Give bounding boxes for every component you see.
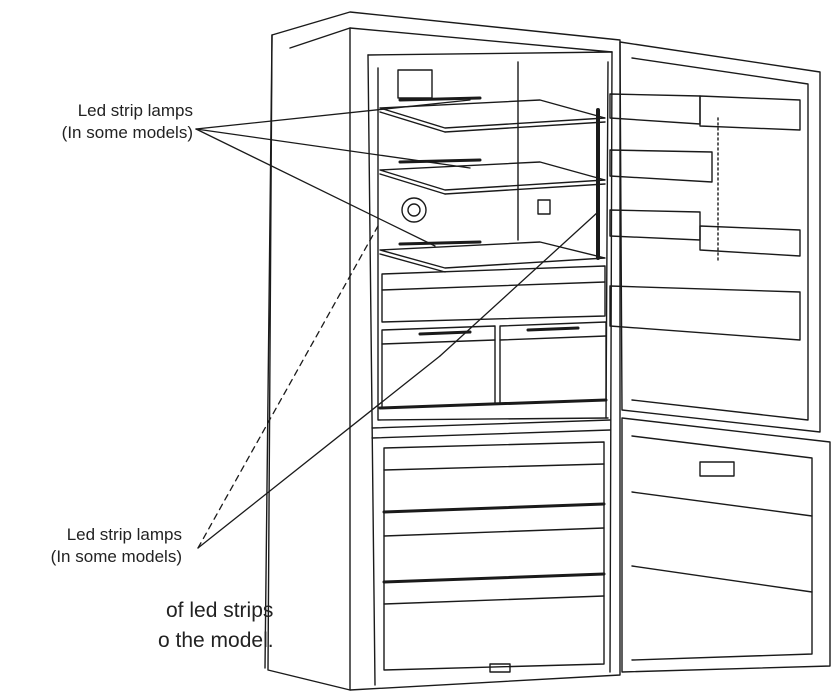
- crisper-drawer-right: [499, 321, 607, 405]
- fan-vent: [401, 197, 427, 223]
- freezer-drawer-3: [383, 595, 605, 605]
- led-label-bottom-line1: Led strip lamps: [66, 525, 182, 544]
- door-bin-3: [609, 209, 801, 257]
- led-label-top: Led strip lamps (In some models): [62, 100, 193, 144]
- caption-line1: of led strips: [166, 599, 274, 622]
- freezer-drawer-2: [382, 527, 606, 584]
- led-label-bottom-line2: (In some models): [50, 547, 182, 566]
- led-label-bottom: Led strip lamps (In some models): [51, 524, 182, 568]
- led-label-top-line1: Led strip lamps: [77, 101, 193, 120]
- glass-shelf-2: [379, 161, 606, 195]
- fridge-compartment: [371, 61, 611, 439]
- freezer-door: [621, 417, 831, 673]
- glass-shelf-3: [379, 241, 606, 273]
- door-bin-1: [609, 93, 801, 131]
- fridge-door: [609, 41, 821, 433]
- cabinet-body: [264, 11, 621, 691]
- crisper-drawer-upper: [381, 265, 606, 323]
- glass-shelf-1: [379, 99, 606, 133]
- caption: of led strips o the model.: [158, 596, 274, 656]
- led-label-top-line2: (In some models): [61, 123, 193, 142]
- callout-lines-bottom: [197, 211, 599, 549]
- crisper-drawer-left: [381, 325, 496, 409]
- freezer-compartment: [382, 441, 606, 673]
- door-bin-4: [609, 285, 801, 341]
- door-bin-2: [609, 149, 713, 183]
- callout-lines-top: [195, 99, 471, 247]
- freezer-drawer-1: [382, 463, 606, 514]
- caption-line2: o the model.: [158, 629, 274, 652]
- led-strips: [398, 96, 600, 260]
